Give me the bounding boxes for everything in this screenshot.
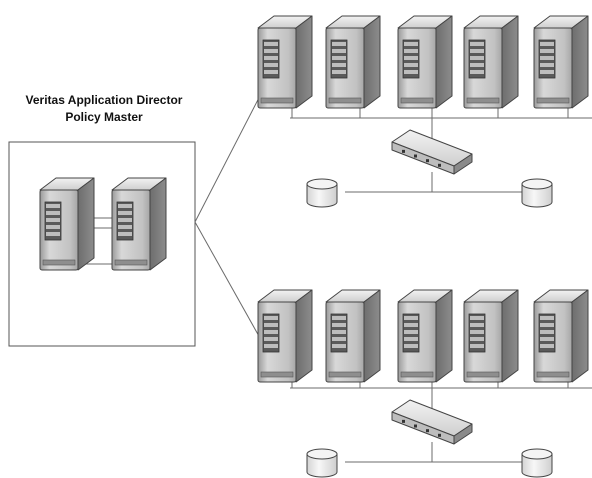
cluster-server	[325, 15, 381, 109]
policy-master-box	[8, 141, 196, 347]
network-switch	[391, 399, 473, 445]
storage-disk	[521, 178, 553, 208]
storage-disk	[521, 448, 553, 478]
drive-bays	[44, 201, 62, 241]
drive-bays	[468, 39, 486, 79]
policy-master-server	[39, 177, 95, 271]
policy-master-server	[111, 177, 167, 271]
drive-bays	[402, 313, 420, 353]
cluster-server	[533, 289, 589, 383]
link-master-to-bottom-cluster	[194, 221, 261, 339]
storage-group	[306, 178, 553, 478]
cluster-server	[325, 289, 381, 383]
cluster-server	[257, 15, 313, 109]
storage-disk	[306, 178, 338, 208]
drive-bays	[262, 313, 280, 353]
policy-master-title-line-2: Policy Master	[65, 110, 143, 124]
drive-bays	[116, 201, 134, 241]
link-master-to-top-cluster	[194, 87, 265, 223]
drive-bays	[262, 39, 280, 79]
drive-bays	[538, 313, 556, 353]
cluster-server	[397, 289, 453, 383]
drive-bays	[468, 313, 486, 353]
cluster-server	[397, 15, 453, 109]
network-switch	[391, 129, 473, 175]
cluster-server	[463, 289, 519, 383]
cluster-server	[533, 15, 589, 109]
policy-master-title-line-1: Veritas Application Director	[26, 93, 183, 107]
switch-group	[391, 129, 473, 445]
server-group	[39, 15, 589, 383]
drive-bays	[330, 313, 348, 353]
cluster-server	[257, 289, 313, 383]
drive-bays	[402, 39, 420, 79]
cluster-server	[463, 15, 519, 109]
drive-bays	[330, 39, 348, 79]
drive-bays	[538, 39, 556, 79]
connector-lines	[69, 108, 592, 463]
storage-disk	[306, 448, 338, 478]
